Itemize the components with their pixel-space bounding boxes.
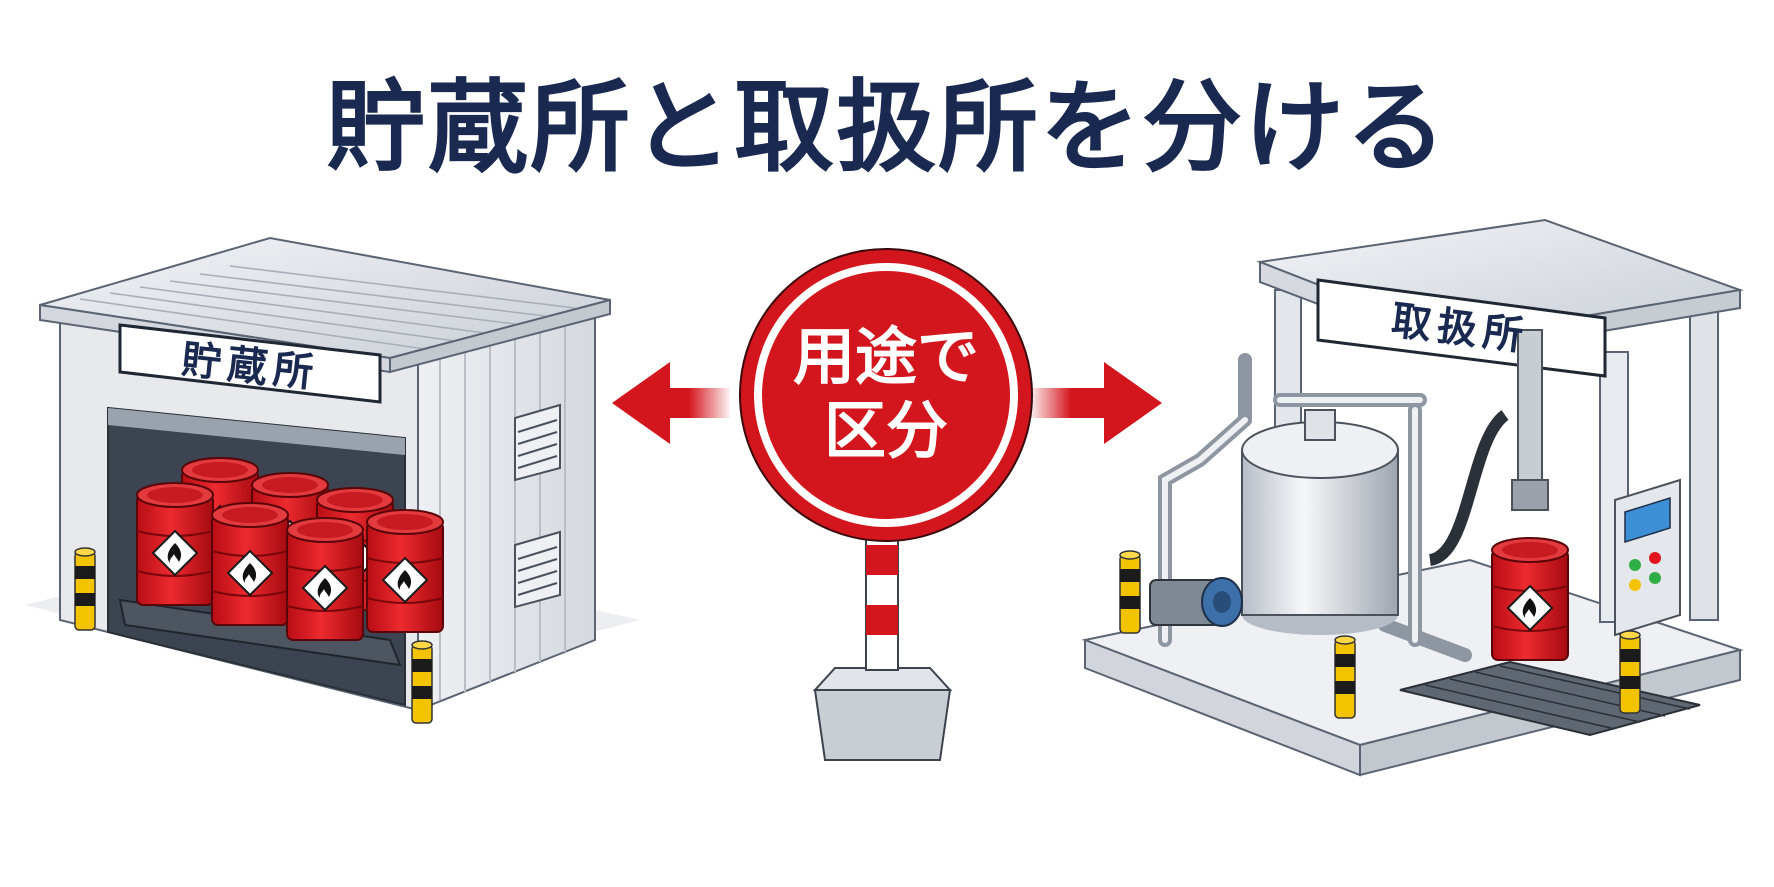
road-sign — [739, 248, 1033, 761]
vent-icon — [514, 530, 561, 609]
safety-bollard-icon — [1619, 630, 1641, 714]
storage-drums — [118, 457, 444, 667]
handling-facility — [1081, 218, 1744, 777]
page-title: 貯蔵所と取扱所を分ける — [326, 69, 1448, 186]
safety-bollard-icon — [74, 547, 96, 631]
pump-icon — [1149, 577, 1243, 627]
sign-line-2: 区分 — [824, 394, 948, 467]
flammable-drum-icon — [286, 517, 364, 641]
right-arrow-icon — [1030, 362, 1162, 444]
left-arrow-icon — [612, 362, 730, 444]
flammable-drum-icon — [1491, 537, 1569, 661]
sign-line-1: 用途で — [793, 320, 979, 393]
safety-bollard-icon — [1119, 550, 1141, 634]
safety-bollard-icon — [411, 640, 433, 724]
control-panel-icon — [1614, 478, 1681, 637]
vent-icon — [514, 403, 561, 482]
safety-bollard-icon — [1334, 635, 1356, 719]
flammable-drum-icon — [211, 502, 289, 626]
flammable-drum-icon — [366, 509, 444, 633]
flammable-drum-icon — [136, 482, 214, 606]
